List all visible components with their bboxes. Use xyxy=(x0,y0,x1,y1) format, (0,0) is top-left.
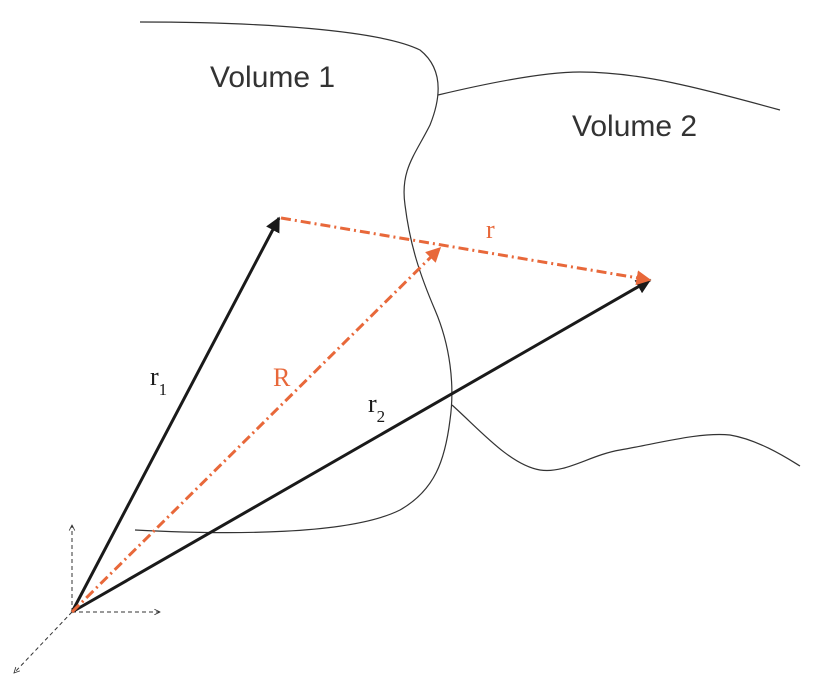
z-axis-icon xyxy=(14,611,73,673)
volume-divider-lower xyxy=(451,404,801,472)
label-r1: r1 xyxy=(150,362,167,399)
label-r1-subscript: 1 xyxy=(159,380,168,399)
vector-r1 xyxy=(70,216,281,613)
label-r2-subscript: 2 xyxy=(377,407,386,426)
vector-r-relative xyxy=(280,216,652,286)
label-r2-symbol: r xyxy=(368,389,377,418)
volume1-label: Volume 1 xyxy=(210,61,335,94)
vector-r2 xyxy=(71,278,652,614)
label-R: R xyxy=(273,363,291,392)
volume1-outer-boundary xyxy=(134,21,453,534)
volume-divider-upper xyxy=(437,71,781,111)
label-r2: r2 xyxy=(368,389,385,426)
label-r-relative: r xyxy=(486,215,495,244)
vector-R xyxy=(70,246,442,614)
volume2-label: Volume 2 xyxy=(572,110,697,143)
label-r1-symbol: r xyxy=(150,362,159,391)
